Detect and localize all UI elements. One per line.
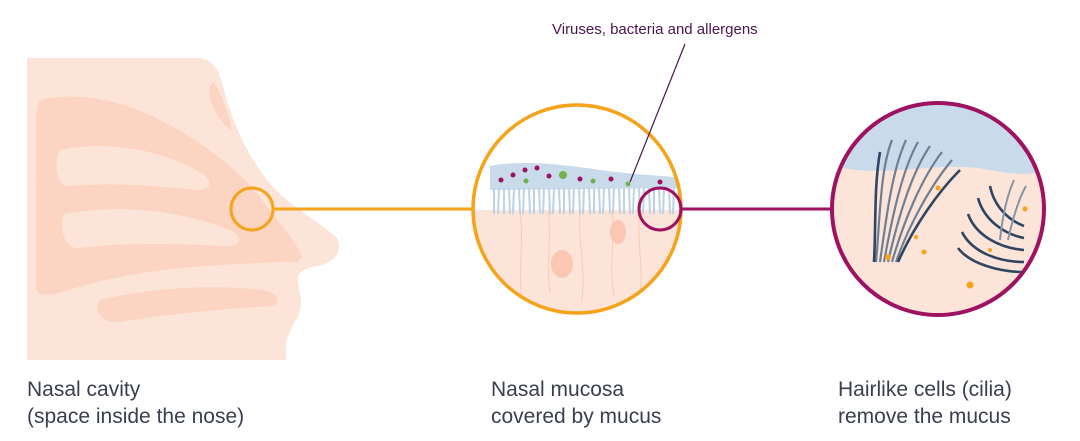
- mucosa-tissue: [473, 210, 681, 313]
- cilia-hairs-right: [956, 185, 1025, 274]
- mucus-layer: [490, 163, 681, 190]
- nasal-mucosa-illustration: [471, 103, 683, 315]
- caption-line: remove the mucus: [838, 405, 1011, 428]
- mucosa-cell-outlines: [519, 211, 642, 301]
- nasal-cavity-caption: Nasal cavity (space inside the nose): [27, 376, 244, 430]
- cilia-hairs-left-dark: [872, 151, 961, 263]
- caption-line: Hairlike cells (cilia): [838, 378, 1012, 401]
- cilia-hairs-right-light: [999, 179, 1027, 241]
- caption-line: (space inside the nose): [27, 405, 245, 428]
- cilia-hairs-left: [874, 139, 953, 263]
- cilia-zoom-circle: [830, 101, 1046, 317]
- pathogen-pointer-line: [629, 43, 686, 183]
- upper-turbinate: [56, 146, 210, 190]
- nose-profile-illustration: [27, 58, 340, 360]
- mucosa-cell-nucleus: [551, 250, 573, 278]
- cilia-caption: Hairlike cells (cilia) remove the mucus: [838, 376, 1012, 430]
- pathogens-annotation-label: Viruses, bacteria and allergens: [552, 21, 758, 38]
- lower-turbinate: [61, 209, 240, 249]
- caption-line: Nasal mucosa: [491, 378, 625, 401]
- mouth-area: [97, 287, 278, 323]
- cilia-particles: [885, 185, 1028, 289]
- caption-line: covered by mucus: [491, 405, 662, 428]
- nasal-mucosa-caption: Nasal mucosa covered by mucus: [491, 376, 661, 430]
- upper-nose-fold: [209, 82, 232, 130]
- mucosa-cell-nucleus: [610, 220, 626, 244]
- pathogen-particles: [498, 165, 663, 187]
- cilia-illustration: [830, 101, 1046, 317]
- caption-line: Nasal cavity: [27, 378, 141, 401]
